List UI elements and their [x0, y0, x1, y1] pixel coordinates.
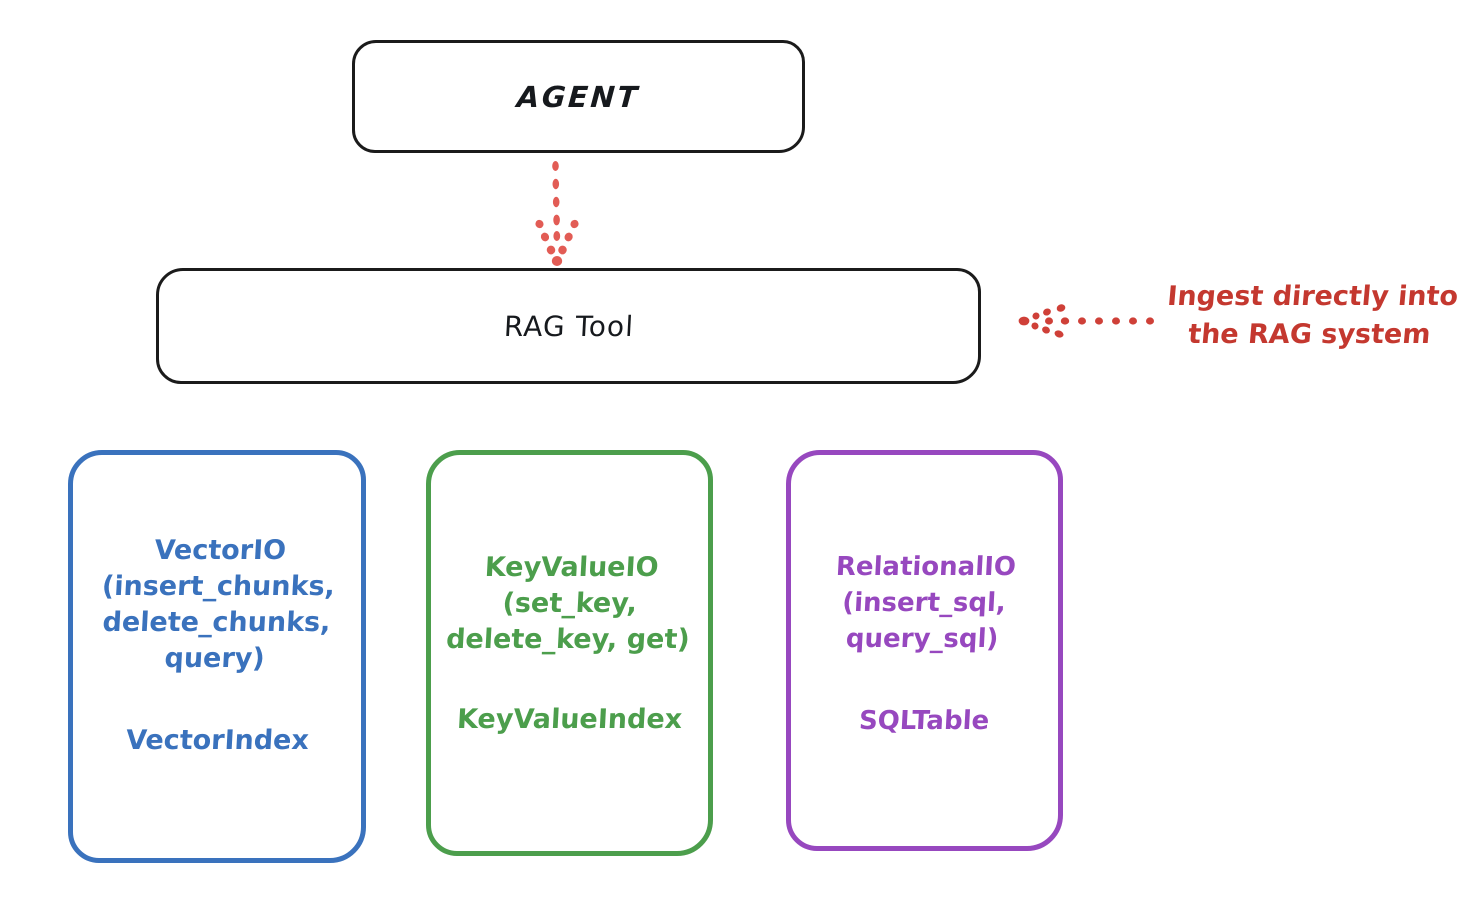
node-relational-io-content: RelationalIO (insert_sql, query_sql) SQL…	[834, 549, 1018, 739]
node-rag-tool-label: RAG Tool	[502, 309, 635, 343]
node-vector-io-index-label: VectorIndex	[124, 724, 310, 756]
edge-agent-to-rag-tool-arrow	[535, 161, 579, 266]
node-key-value-io-content: KeyValueIO (set_key, delete_key, get) Ke…	[445, 550, 692, 738]
node-agent[interactable]: AGENT	[352, 40, 805, 153]
node-relational-io-api-label: RelationalIO (insert_sql, query_sql)	[835, 551, 1018, 654]
node-relational-io[interactable]: RelationalIO (insert_sql, query_sql) SQL…	[786, 450, 1063, 851]
annotation-ingest: Ingest directly into the RAG system	[1143, 278, 1480, 354]
annotation-ingest-line-1: Ingest directly into	[1166, 281, 1460, 312]
node-vector-io[interactable]: VectorIO (insert_chunks, delete_chunks, …	[68, 450, 366, 863]
annotation-ingest-line-2: the RAG system	[1186, 319, 1432, 350]
edge-ingest-to-rag-tool-arrow	[1018, 304, 1154, 338]
node-key-value-io-api-label: KeyValueIO (set_key, delete_key, get)	[445, 552, 691, 655]
node-key-value-io-index-label: KeyValueIndex	[456, 704, 683, 735]
node-key-value-io[interactable]: KeyValueIO (set_key, delete_key, get) Ke…	[426, 450, 713, 856]
node-rag-tool[interactable]: RAG Tool	[156, 268, 981, 384]
node-vector-io-api-label: VectorIO (insert_chunks, delete_chunks, …	[100, 534, 336, 674]
node-relational-io-index-label: SQLTable	[858, 705, 991, 736]
node-vector-io-content: VectorIO (insert_chunks, delete_chunks, …	[101, 533, 335, 759]
node-agent-label: AGENT	[515, 79, 641, 114]
